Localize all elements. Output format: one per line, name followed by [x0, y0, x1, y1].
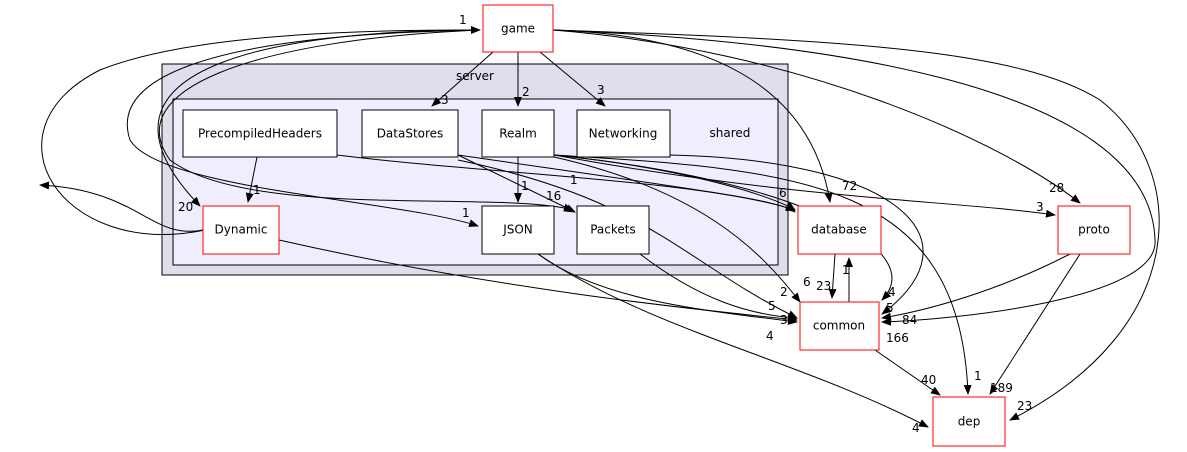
- edge-label: 20: [178, 200, 193, 214]
- node-precompiled-headers[interactable]: PrecompiledHeaders: [182, 109, 338, 158]
- node-networking-label: Networking: [589, 127, 658, 141]
- edge-label: 1: [842, 263, 850, 277]
- edges: [39, 26, 1160, 428]
- edge-label: 28: [1049, 181, 1064, 195]
- edge-label: 72: [842, 179, 857, 193]
- edge-label: 3: [597, 83, 605, 97]
- node-database-label: database: [811, 223, 867, 237]
- node-packets-label: Packets: [590, 223, 636, 237]
- node-realm[interactable]: Realm: [481, 109, 555, 158]
- edge-label: 1: [462, 206, 470, 220]
- edge-label: 1: [974, 369, 982, 383]
- node-realm-label: Realm: [499, 127, 537, 141]
- cluster-shared-label: shared: [710, 126, 751, 140]
- edge-label: 166: [886, 331, 909, 345]
- node-dynamic-label: Dynamic: [215, 223, 268, 237]
- node-precompiled-headers-label: PrecompiledHeaders: [198, 127, 322, 141]
- node-common-label: common: [813, 319, 865, 333]
- node-game[interactable]: game: [482, 4, 554, 53]
- edge-label: 2: [780, 285, 788, 299]
- edge-label: 2: [522, 85, 530, 99]
- edge-label: 3: [1036, 200, 1044, 214]
- edge-label: 1: [570, 173, 578, 187]
- node-json[interactable]: JSON: [481, 205, 555, 255]
- node-proto-label: proto: [1078, 223, 1110, 237]
- edge-label: 6: [803, 275, 811, 289]
- edge-label: 1: [459, 13, 467, 27]
- node-data-stores-label: DataStores: [377, 127, 444, 141]
- edge-label: 4: [888, 285, 896, 299]
- node-common[interactable]: common: [799, 301, 880, 351]
- node-proto[interactable]: proto: [1057, 205, 1131, 255]
- edge-label: 6: [779, 186, 787, 200]
- node-packets[interactable]: Packets: [576, 205, 650, 255]
- edge-label: 4: [766, 329, 774, 343]
- edge-label: 5: [768, 299, 776, 313]
- edge-label: 40: [921, 373, 936, 387]
- edge-label: 4: [912, 421, 920, 435]
- edge-label: 16: [546, 189, 561, 203]
- node-dynamic[interactable]: Dynamic: [202, 205, 280, 255]
- edge-label: 3: [780, 313, 788, 327]
- edge-label: 1: [521, 179, 529, 193]
- edge-label: 84: [902, 313, 917, 327]
- edge-label: 3: [441, 93, 449, 107]
- node-dep-label: dep: [958, 415, 981, 429]
- edge-label: 5: [886, 301, 894, 315]
- node-networking[interactable]: Networking: [576, 109, 671, 158]
- edge-label: 23: [1017, 399, 1032, 413]
- node-database[interactable]: database: [797, 205, 882, 255]
- edge-label: 23: [816, 279, 831, 293]
- edge-label: 1: [253, 183, 261, 197]
- node-json-label: JSON: [502, 223, 533, 237]
- cluster-server-label: server: [456, 69, 494, 83]
- node-game-label: game: [501, 22, 535, 36]
- node-dep[interactable]: dep: [932, 396, 1006, 447]
- edge-label: 189: [990, 381, 1013, 395]
- node-data-stores[interactable]: DataStores: [361, 109, 459, 158]
